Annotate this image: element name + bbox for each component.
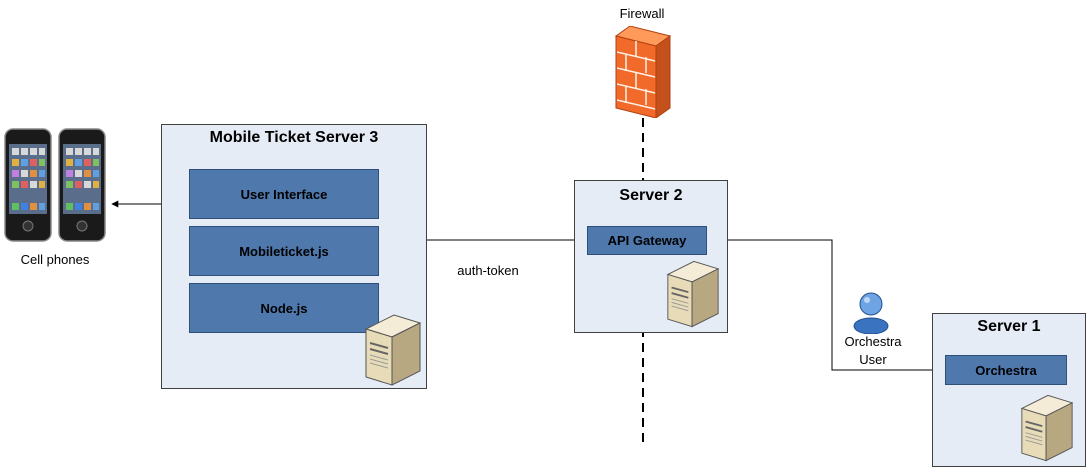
user-icon	[853, 292, 889, 334]
smartphone-icon	[4, 128, 106, 242]
server-2-title: Server 2	[619, 187, 683, 204]
server-1-title: Server 1	[977, 318, 1041, 335]
cell-phones-label: Cell phones	[20, 252, 90, 267]
gateway-orchestra-arrow	[709, 236, 945, 374]
auth-token-label: auth-token	[457, 263, 519, 278]
user-interface-module: User Interface	[189, 169, 379, 219]
server-tower-icon	[364, 314, 422, 386]
nodejs-module: Node.js	[189, 283, 379, 333]
orchestra-user-label-line1: Orchestra	[844, 334, 902, 349]
mobileticket-js-module: Mobileticket.js	[189, 226, 379, 276]
api-gateway-module: API Gateway	[587, 226, 707, 255]
orchestra-module: Orchestra	[945, 355, 1067, 385]
server-tower-icon	[666, 260, 720, 328]
server-3-title: Mobile Ticket Server 3	[209, 129, 379, 146]
orchestra-user-label-line2: User	[859, 352, 887, 367]
server-tower-icon	[1020, 394, 1074, 462]
firewall-label: Firewall	[619, 6, 665, 21]
firewall-icon	[614, 26, 672, 118]
